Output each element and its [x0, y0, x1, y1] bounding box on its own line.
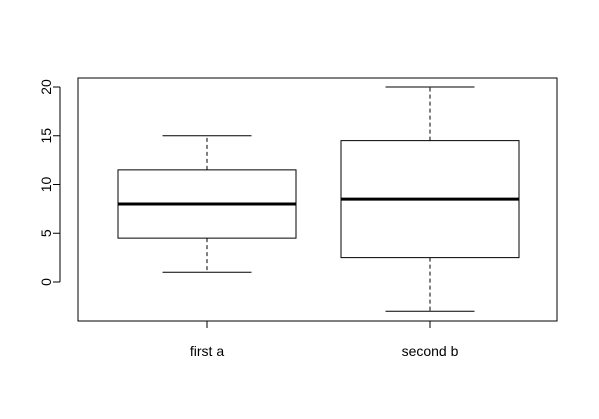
y-tick-label: 20	[38, 79, 54, 95]
y-tick-label: 0	[38, 278, 54, 286]
x-tick-label: second b	[402, 343, 459, 359]
y-axis: 0 5 10 15 20	[38, 79, 61, 286]
x-tick-label: first a	[190, 343, 224, 359]
box-1	[117, 135, 297, 273]
y-tick-label: 10	[38, 177, 54, 193]
box-2	[340, 86, 520, 312]
y-tick-label: 15	[38, 128, 54, 144]
y-tick-label: 5	[38, 229, 54, 237]
x-axis: first a second b	[190, 320, 459, 359]
box-group	[117, 86, 520, 312]
